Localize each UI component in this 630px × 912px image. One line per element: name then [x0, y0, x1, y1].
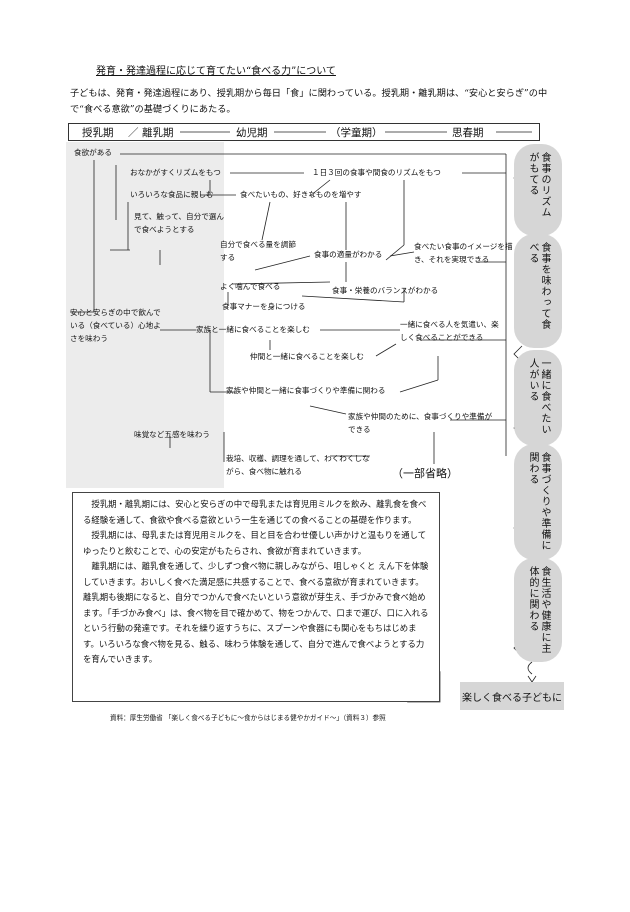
node-saibai: 栽培、収穫、調理を通して、わくわくしながら、食べ物に触れる — [226, 454, 370, 476]
omission-note: （一部省略） — [392, 467, 458, 480]
stage-bar — [68, 123, 540, 141]
stage-yoji: 幼児期 — [236, 127, 268, 139]
stage-shishun: 思春期 — [452, 127, 484, 139]
node-jibun-ryou: 自分で食べる量を調節する — [220, 240, 296, 262]
node-tabetai-foods: 食べたいもの、好きなものを増やす — [240, 190, 362, 199]
goal-column: 食事のリズムがもてる 食事を味わって食べる 一緒に食べたい人がいる 食事づくりや… — [514, 144, 562, 664]
node-mikaku: 味覚など五感を味わう — [134, 430, 210, 439]
node-manner: 食事マナーを身につける — [222, 302, 306, 311]
infant-period-shade — [66, 142, 224, 488]
node-nakama: 仲間と一緒に食べることを楽しむ — [250, 352, 364, 361]
explanation-box: 授乳期・離乳期には、安心と安らぎの中で母乳または育児用ミルクを飲み、離乳食を食べ… — [72, 492, 440, 702]
source-citation: 資料：厚生労働省 「楽しく食べる子どもに～食からはじまる健やかガイド～」（資料３… — [110, 714, 386, 722]
goal-ajiwau: 食事を味わって食べる — [514, 234, 562, 348]
node-meal-image: 食べたい食事のイメージを描き、それを実現できる — [414, 242, 513, 264]
node-onaka-rhythm: おなかがすくリズムをもつ — [130, 168, 221, 177]
page-title: 発育・発達過程に応じて育てたい“食べる力”について — [96, 66, 336, 77]
goal-rhythm-text: 食事のリズムがもてる — [527, 152, 550, 218]
node-kazoku-isshoni: 家族と一緒に食べることを楽しむ — [196, 325, 310, 334]
final-goal: 楽しく食べる子どもに — [460, 682, 564, 710]
node-three-meals: １日３回の食事や間食のリズムをもつ — [312, 168, 441, 177]
goal-ajiwau-text: 食事を味わって食べる — [527, 242, 550, 330]
goal-shutaiteki: 食生活や健康に主体的に関わる — [514, 558, 562, 662]
stage-rinyu: 離乳期 — [142, 127, 174, 139]
note-paragraph-1: 授乳期・離乳期には、安心と安らぎの中で母乳または育児用ミルクを飲み、離乳食を食べ… — [83, 499, 427, 525]
node-eiyou-balance: 食事・栄養のバランスがわかる — [332, 286, 439, 295]
node-mite-sawatte: 見て、触って、自分で選んで食べようとする — [134, 212, 224, 234]
note-paragraph-3: 離乳期には、離乳食を通して、少しずつ食べ物に親しみながら、咀しゃくと えん下を体… — [83, 561, 429, 664]
goal-isshoni-text: 一緒に食べたい人がいる — [527, 358, 550, 435]
goal-shutaiteki-text: 食生活や健康に主体的に関わる — [527, 566, 550, 654]
goal-isshoni: 一緒に食べたい人がいる — [514, 350, 562, 446]
stage-jyunyu: 授乳期 — [82, 127, 114, 139]
node-yoku-kamu: よく噛んで食べる — [220, 282, 281, 291]
stage-slash: ／ — [128, 127, 139, 139]
intro-text: 子どもは、発育・発達過程にあり、授乳期から毎日「食」に関わっている。授乳期・離乳… — [70, 88, 548, 115]
node-shokuji-tsukuri: 家族や仲間のために、食事づくりや準備ができる — [348, 412, 493, 434]
node-tekiryou: 食事の適量がわかる — [314, 250, 383, 259]
goal-tsukuri: 食事づくりや準備に関わる — [514, 444, 562, 560]
goal-tsukuri-text: 食事づくりや準備に関わる — [527, 452, 550, 551]
node-kizukai: 一緒に食べる人を気遣い、楽しく食べることができる — [400, 320, 499, 342]
note-paragraph-2: 授乳期には、母乳または育児用ミルクを、目と目を合わせ優しい声かけと温もりを通して… — [83, 530, 427, 556]
node-junbi-kakawaru: 家族や仲間と一緒に食事づくりや準備に関わる — [226, 386, 386, 395]
goal-rhythm: 食事のリズムがもてる — [514, 144, 562, 236]
node-shokuyoku: 食欲がある — [74, 148, 112, 157]
node-iroiro: いろいろな食品に親しむ — [130, 190, 214, 199]
node-anshin: 安心と安らぎの中で飲んでいる（食べている）心地よさを味わう — [70, 308, 161, 343]
stage-gakudo: （学童期） — [330, 127, 383, 139]
